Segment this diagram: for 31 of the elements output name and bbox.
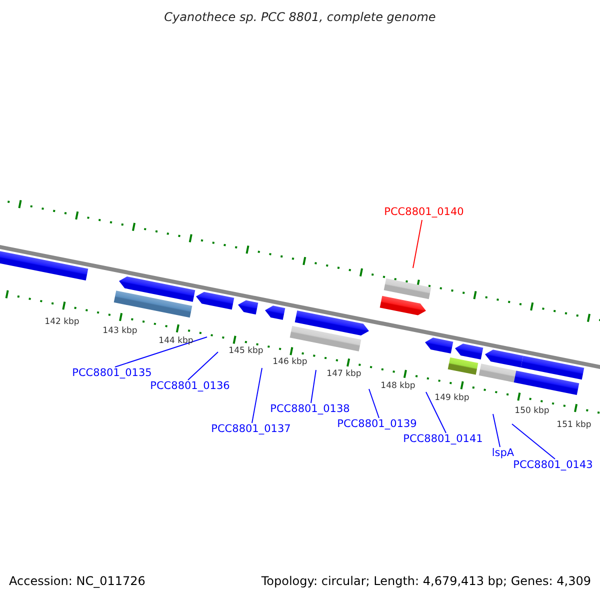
scale-label: 143 kbp [102,327,138,336]
gene-label: PCC8801_0143 [513,460,593,470]
leader-line [252,368,262,424]
scale-label: 144 kbp [158,337,194,346]
leader-line [426,392,446,434]
scale-label: 149 kbp [434,394,470,402]
gene-label: PCC8801_0137 [211,424,291,434]
footer-text: Accession: NC_011726 [9,575,146,587]
gene-label: PCC8801_0138 [270,404,350,414]
leader-line [412,220,422,268]
leader-line [512,424,556,460]
scale-label: 147 kbp [326,370,362,378]
title: Cyanothece sp. PCC 8801, complete genome [164,11,436,23]
gene-label: PCC8801_0135 [72,368,152,378]
scale-label: 146 kbp [272,358,308,366]
gene-label: PCC8801_0141 [403,434,483,444]
leader-line [114,336,208,368]
gene-label: PCC8801_0139 [337,419,417,430]
scale-label: 148 kbp [380,382,416,390]
leader-line [368,388,380,418]
leader-line [188,352,218,380]
gene-label: lspA [492,448,514,458]
gene-label: PCC8801_0140 [384,207,464,218]
scale-label: 145 kbp [228,347,264,356]
leader-line [492,414,500,448]
scale-label: 142 kbp [44,318,80,326]
scale-label: 151 kbp [556,421,592,430]
leader-line [310,370,316,404]
footer-text: Topology: circular; Length: 4,679,413 bp; Genes: 4,309 [261,575,591,587]
gene-label: PCC8801_0136 [150,381,230,392]
scale-label: 150 kbp [514,407,550,416]
